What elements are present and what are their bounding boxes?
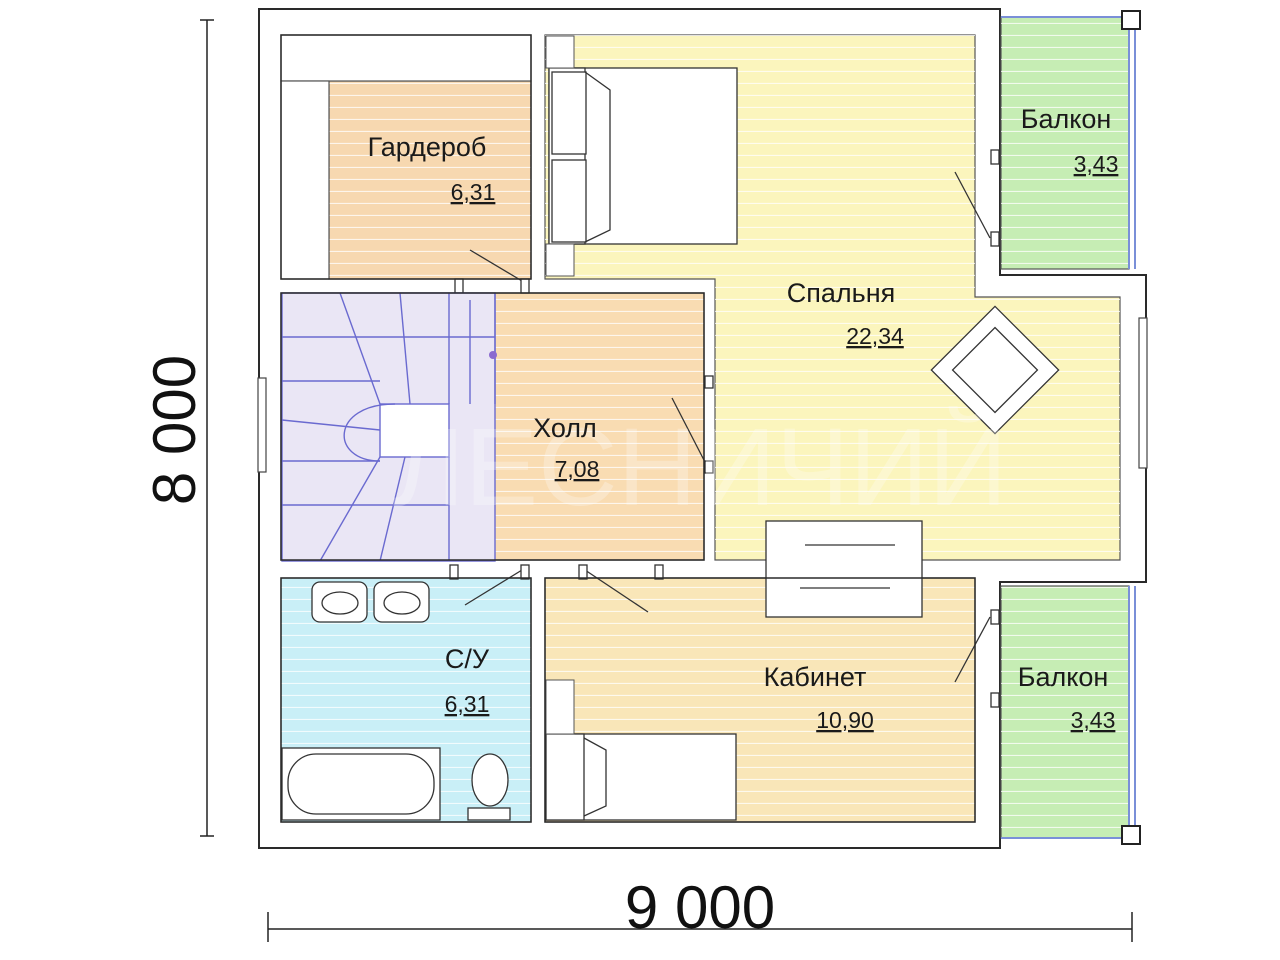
label-balcony-bottom-area: 3,43: [1071, 707, 1116, 733]
label-bathroom-name: С/У: [445, 644, 490, 674]
dimension-height: 8 000: [141, 355, 208, 505]
staircase: [281, 292, 497, 562]
balcony-railings: [1001, 16, 1136, 839]
armchair: [930, 305, 1060, 435]
label-bedroom-name: Спальня: [787, 278, 896, 308]
dimension-lines: [200, 19, 1133, 942]
interior-walls: [280, 34, 976, 823]
doors: [449, 149, 1000, 708]
label-wardrobe-area: 6,31: [451, 179, 496, 205]
watermark: ЛЕСНИЧИЙ: [393, 406, 1008, 529]
label-bathroom-area: 6,31: [445, 691, 490, 717]
windows: [257, 317, 1148, 473]
tv-stand: [765, 520, 923, 618]
label-balcony-bottom-name: Балкон: [1018, 662, 1109, 692]
sinks: [311, 581, 430, 623]
wardrobe-shelf-side: [280, 80, 330, 280]
bed-double: [548, 67, 738, 245]
label-balcony-top-name: Балкон: [1021, 104, 1112, 134]
label-hall-area: 7,08: [555, 456, 600, 482]
bathtub: [281, 747, 441, 821]
label-wardrobe-name: Гардероб: [368, 132, 487, 162]
bed-single: [545, 733, 737, 821]
dimension-width: 9 000: [625, 874, 775, 941]
label-balcony-top-area: 3,43: [1074, 151, 1119, 177]
label-bedroom-area: 22,34: [846, 323, 904, 349]
label-hall-name: Холл: [533, 413, 597, 443]
label-office-area: 10,90: [816, 707, 874, 733]
wardrobe-shelf: [280, 34, 532, 82]
label-office-name: Кабинет: [764, 662, 867, 692]
toilet: [467, 753, 511, 821]
